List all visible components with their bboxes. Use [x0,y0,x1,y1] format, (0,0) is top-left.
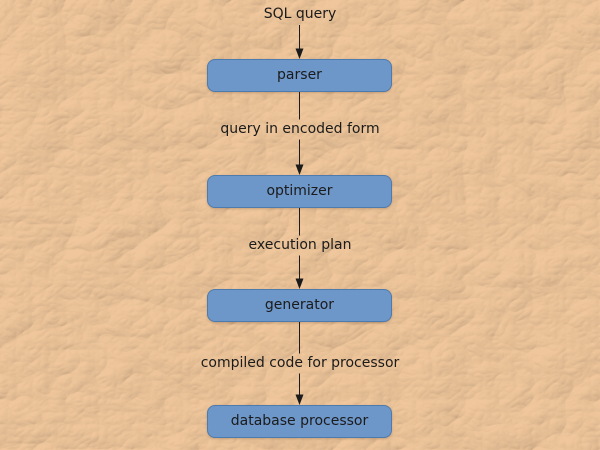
edge-label-execution-plan: execution plan [248,237,352,253]
edge-label-query-in-encoded-form: query in encoded form [220,121,380,137]
edge-label-compiled-code-for-processor: compiled code for processor [200,355,400,371]
start-label: SQL query [263,6,337,22]
node-generator: generator [207,289,392,322]
arrowhead-icon [295,278,304,289]
arrowhead-icon [295,48,304,59]
node-optimizer: optimizer [207,175,392,208]
arrowhead-icon [295,164,304,175]
arrowhead-icon [295,394,304,405]
node-parser: parser [207,59,392,92]
node-database-processor: database processor [207,405,392,438]
